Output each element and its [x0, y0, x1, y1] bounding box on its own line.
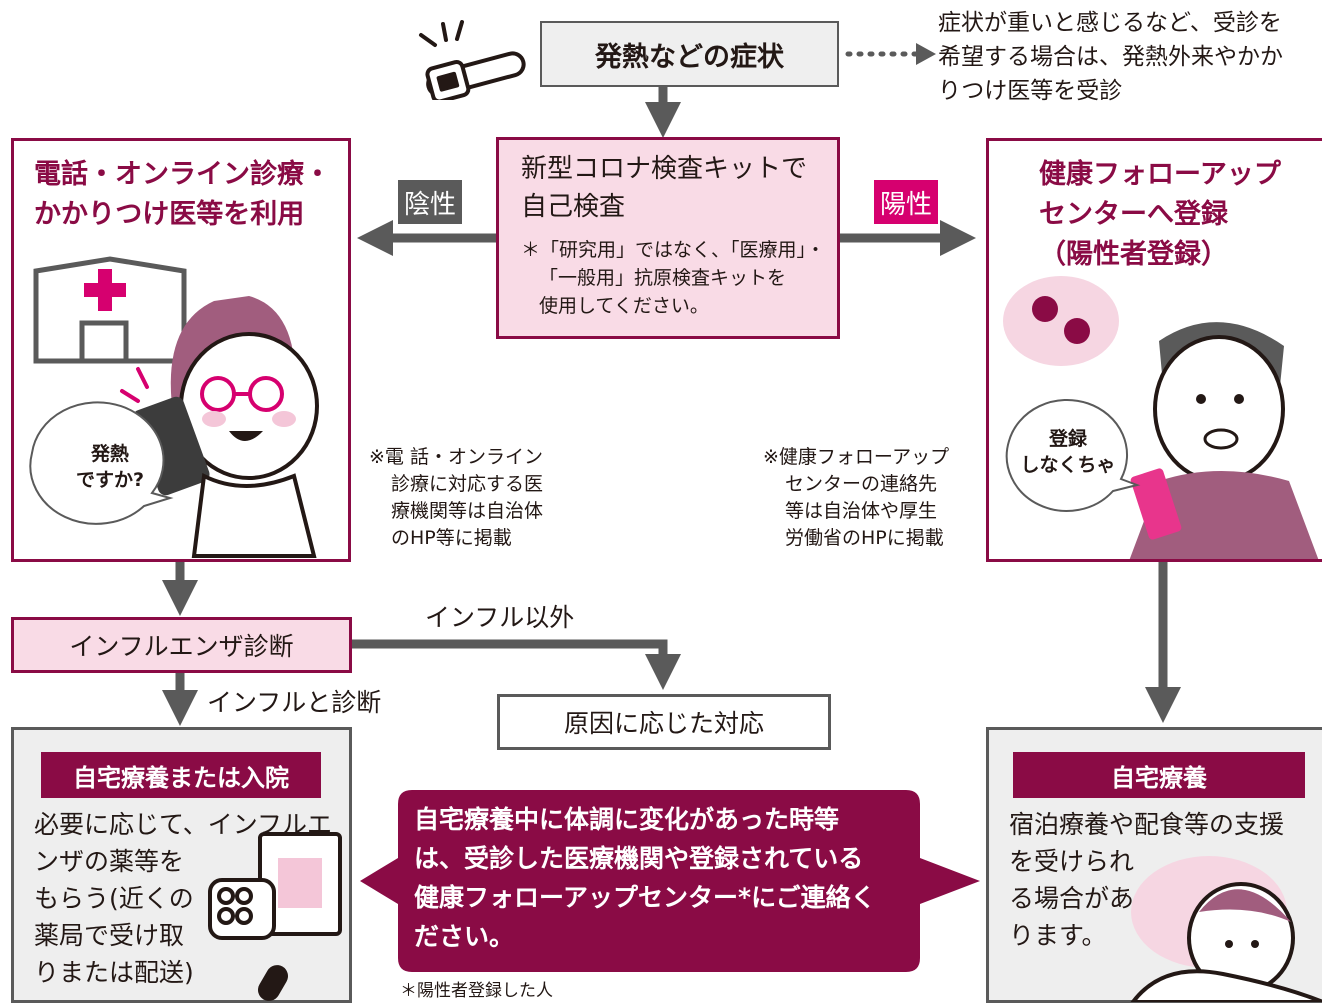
- home-care-line: を受けられ: [1009, 847, 1135, 876]
- doctor-speech-bubble: 発熱 ですか?: [50, 441, 170, 493]
- telemedicine-title-line: かかりつけ医等を利用: [34, 199, 305, 230]
- arrow-flu-to-cause: [352, 639, 681, 690]
- home-care-line: る場合があ: [1009, 884, 1135, 913]
- self-test-note-line: 「一般用」抗原検査キットを: [539, 267, 787, 289]
- self-test-title-line: 自己検査: [521, 192, 626, 222]
- telemedicine-note-line: 診療に対応する医: [391, 473, 544, 495]
- home-care-line: ります。: [1009, 921, 1107, 950]
- followup-note-line: ※健康フォローアップ: [763, 446, 950, 468]
- man-speech-bubble: 登録 しなくちゃ: [1013, 426, 1123, 478]
- sick-person-illustration: [1130, 856, 1322, 1002]
- thermometer-icon: [419, 20, 526, 100]
- speech-line: しなくちゃ: [1020, 454, 1116, 476]
- followup-title: 健康フォローアップ センターへ登録 （陽性者登録）: [1039, 155, 1281, 275]
- followup-box: 健康フォローアップ センターへ登録 （陽性者登録） 登録 しなくちゃ: [986, 138, 1322, 562]
- home-or-hospital-line: ンザの薬等を: [34, 847, 185, 876]
- followup-note: ※健康フォローアップ センターの連絡先 等は自治体や厚生 労働省のHPに掲載: [763, 444, 978, 552]
- positive-tag: 陽性: [874, 180, 938, 224]
- telemedicine-title: 電話・オンライン診療・ かかりつけ医等を利用: [34, 155, 331, 235]
- home-or-hospital-line: 薬局で受け取: [34, 921, 185, 950]
- symptom-note-line: 希望する場合は、発熱外来やかか: [938, 44, 1283, 70]
- home-care-line: 宿泊療養や配食等の支援: [1009, 810, 1285, 839]
- symptom-note-line: りつけ医等を受診: [938, 78, 1123, 104]
- home-or-hospital-line: もらう(近くの: [34, 884, 194, 913]
- contact-line: ださい。: [414, 922, 515, 951]
- flu-diagnosed-label: インフルと診断: [207, 688, 382, 717]
- home-care-box: 自宅療養 宿泊療養や配食等の支援 を受けられ る場合があ ります。: [986, 727, 1322, 1003]
- contact-line: 健康フォローアップセンター*にご連絡く: [414, 883, 876, 912]
- followup-note-line: 労働省のHPに掲載: [785, 527, 944, 549]
- self-test-note: ＊「研究用」ではなく、「医療用」・ 「一般用」抗原検査キットを 使用してください…: [521, 236, 837, 320]
- home-or-hospital-banner: 自宅療養または入院: [41, 752, 321, 798]
- contact-callout-text: 自宅療養中に体調に変化があった時等 は、受診した医療機関や登録されている 健康フ…: [414, 800, 876, 956]
- telemedicine-note-line: 療機関等は自治体: [391, 500, 544, 522]
- contact-callout-shape: [360, 790, 980, 972]
- speech-line: 発熱: [90, 443, 129, 465]
- symptom-label: 発熱などの症状: [595, 41, 784, 73]
- symptom-note: 症状が重いと感じるなど、受診を 希望する場合は、発熱外来やかか りつけ医等を受診: [938, 6, 1322, 108]
- self-test-title-line: 新型コロナ検査キットで: [521, 154, 808, 184]
- other-than-flu-label: インフル以外: [425, 603, 575, 632]
- cause-response-box: 原因に応じた対応: [497, 694, 831, 750]
- self-test-note-line: ＊「研究用」ではなく、「医療用」・: [521, 239, 826, 261]
- home-care-banner: 自宅療養: [1013, 752, 1305, 798]
- symptom-box: 発熱などの症状: [540, 21, 839, 87]
- telemedicine-note-line: のHP等に掲載: [391, 527, 512, 549]
- self-test-title: 新型コロナ検査キットで 自己検査: [521, 150, 837, 226]
- dotted-arrowhead: [916, 43, 936, 65]
- home-or-hospital-text: 必要に応じて、インフルエ ンザの薬等を もらう(近くの 薬局で受け取 りまたは配…: [34, 806, 332, 991]
- medicine-icon: [208, 832, 342, 1001]
- telemedicine-title-line: 電話・オンライン診療・: [34, 159, 331, 190]
- telemedicine-note-line: ※電 話・オンライン: [369, 446, 543, 468]
- telemedicine-box: 電話・オンライン診療・ かかりつけ医等を利用 発熱 ですか?: [11, 138, 351, 562]
- home-or-hospital-box: 自宅療養または入院 必要に応じて、インフルエ ンザの薬等を もらう(近くの 薬局…: [11, 727, 352, 1003]
- home-or-hospital-line: りまたは配送): [34, 958, 194, 987]
- followup-title-line: センターへ登録: [1039, 199, 1228, 230]
- contact-line: 自宅療養中に体調に変化があった時等: [414, 805, 840, 834]
- symptom-note-line: 症状が重いと感じるなど、受診を: [938, 10, 1282, 36]
- flu-diagnosis-label: インフルエンザ診断: [69, 632, 294, 661]
- flu-diagnosis-box: インフルエンザ診断: [11, 617, 352, 673]
- self-test-note-line: 使用してください。: [539, 295, 709, 317]
- cause-response-label: 原因に応じた対応: [563, 709, 764, 738]
- followup-title-line: （陽性者登録）: [1039, 239, 1228, 270]
- followup-title-line: 健康フォローアップ: [1039, 159, 1281, 190]
- followup-note-line: 等は自治体や厚生: [785, 500, 938, 522]
- telemedicine-note: ※電 話・オンライン 診療に対応する医 療機関等は自治体 のHP等に掲載: [369, 444, 584, 552]
- self-test-box: 新型コロナ検査キットで 自己検査 ＊「研究用」ではなく、「医療用」・ 「一般用」…: [496, 137, 840, 339]
- followup-note-line: センターの連絡先: [785, 473, 938, 495]
- footnote: ＊陽性者登録した人: [400, 981, 553, 1001]
- man-illustration: [1003, 276, 1319, 559]
- speech-line: ですか?: [75, 469, 145, 491]
- home-care-text: 宿泊療養や配食等の支援 を受けられ る場合があ ります。: [1009, 806, 1284, 954]
- contact-line: は、受診した医療機関や登録されている: [414, 844, 864, 873]
- negative-tag: 陰性: [398, 180, 462, 224]
- speech-line: 登録: [1048, 428, 1087, 450]
- doctor-illustration: [29, 256, 319, 558]
